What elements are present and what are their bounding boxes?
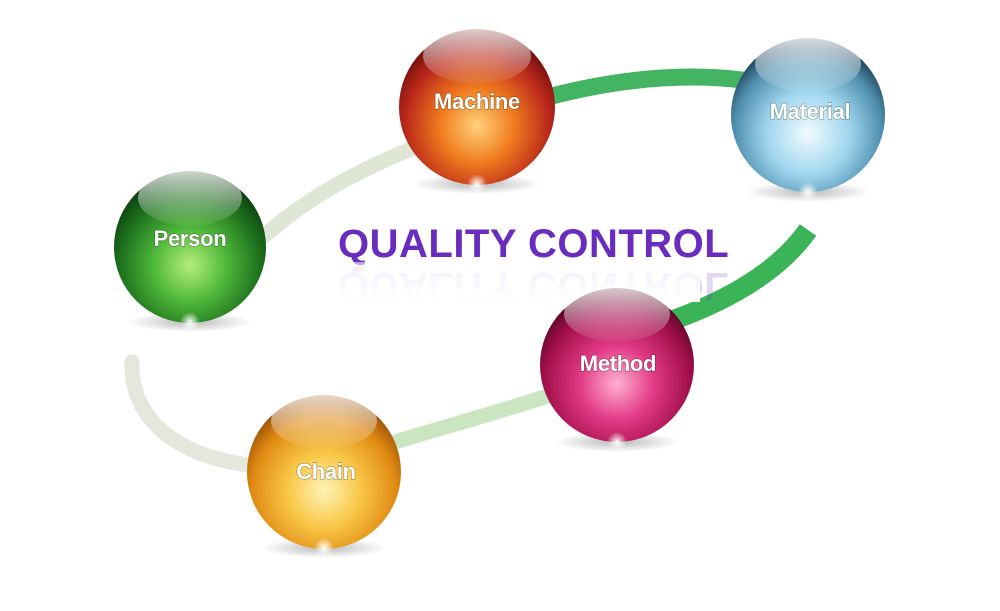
node-chain: Chain (247, 393, 401, 558)
ring-segment-green-right (664, 224, 817, 332)
ring-segment-lower (387, 384, 568, 450)
node-person: Person (114, 170, 266, 332)
node-method: Method (540, 286, 694, 452)
diagram-title: QUALITY CONTROL (338, 222, 729, 266)
node-label-machine: Machine (434, 89, 520, 114)
diagram-title-group: QUALITY CONTROL QUALITY CONTROL (330, 222, 729, 308)
node-label-chain: Chain (296, 459, 356, 484)
node-label-person: Person (154, 226, 227, 251)
node-material: Material (731, 36, 885, 202)
ring-segment-gray-lower (124, 354, 268, 474)
node-machine: Machine (399, 28, 555, 194)
node-label-method: Method (580, 351, 656, 376)
node-label-material: Material (770, 99, 851, 124)
